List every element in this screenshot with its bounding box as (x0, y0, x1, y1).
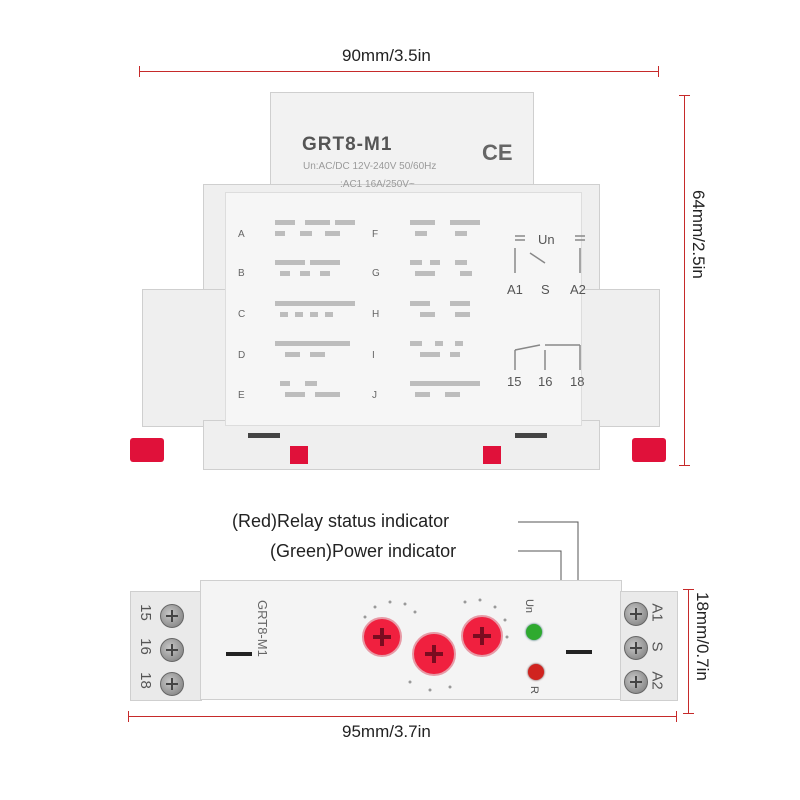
function-letter-d: D (238, 350, 246, 361)
top-width-dimension-line (140, 71, 658, 72)
screw-terminal-a1[interactable] (624, 602, 648, 626)
front-width-dimension-label: 95mm/3.7in (342, 722, 431, 741)
front-model-label: GRT8-M1 (255, 600, 270, 657)
terminal-18-top: 18 (570, 374, 585, 389)
front-slot-left (226, 652, 252, 656)
front-width-right-tick (676, 711, 677, 722)
green-power-led (526, 624, 542, 640)
un-label-top: Un (538, 232, 555, 247)
front-terminal-a1: A1 (648, 603, 666, 622)
top-height-bottom-tick (679, 465, 690, 466)
function-letter-a: A (238, 229, 245, 240)
ce-mark: CE (482, 140, 513, 165)
function-letter-b: B (238, 268, 245, 279)
screw-terminal-s[interactable] (624, 636, 648, 660)
time-scale-knob[interactable] (412, 632, 456, 676)
terminal-16-top: 16 (538, 374, 553, 389)
din-clip-left (130, 438, 164, 462)
timing-diagrams (275, 220, 480, 397)
supply-circuit-symbol (514, 235, 585, 273)
front-height-bottom-tick (683, 713, 694, 714)
din-slot-left (248, 433, 280, 438)
red-relay-led (528, 664, 544, 680)
front-terminal-s: S (648, 641, 666, 652)
top-width-dimension-label: 90mm/3.5in (342, 46, 431, 65)
spec-line-1: Un:AC/DC 12V-240V 50/60Hz (303, 161, 437, 172)
device-top-cap (270, 92, 534, 194)
led-label-r: R (527, 686, 540, 694)
screw-terminal-18[interactable] (160, 672, 184, 696)
top-width-left-tick (139, 66, 140, 77)
din-clip-right (632, 438, 666, 462)
din-slot-right (515, 433, 547, 438)
front-terminal-15: 15 (136, 604, 154, 621)
front-terminal-a2: A2 (648, 671, 666, 690)
contact-circuit-symbol (514, 344, 581, 370)
screw-terminal-a2[interactable] (624, 670, 648, 694)
front-width-left-tick (128, 711, 129, 722)
knob-scale-markings (363, 598, 509, 692)
screw-terminal-16[interactable] (160, 638, 184, 662)
front-terminal-18: 18 (136, 672, 154, 689)
din-clip-left-inner (290, 446, 308, 464)
front-body-main (200, 580, 622, 700)
top-width-right-tick (658, 66, 659, 77)
device-lower-body (203, 420, 600, 470)
front-terminal-16: 16 (136, 638, 154, 655)
function-letter-e: E (238, 390, 245, 401)
top-height-top-tick (679, 95, 690, 96)
din-clip-right-inner (483, 446, 501, 464)
power-indicator-callout: (Green)Power indicator (270, 541, 457, 561)
time-range-knob[interactable] (461, 615, 503, 657)
relay-indicator-callout: (Red)Relay status indicator (232, 511, 450, 531)
front-slot-right (566, 650, 592, 654)
terminal-a1-top: A1 (507, 282, 523, 297)
terminal-s-top: S (541, 282, 550, 297)
front-height-top-tick (683, 589, 694, 590)
spec-line-2: :AC1 16A/250V~ (340, 179, 415, 190)
function-letter-i: I (372, 350, 375, 361)
function-letter-h: H (372, 309, 380, 320)
function-letter-f: F (372, 229, 379, 240)
front-height-dimension-line (688, 589, 689, 713)
front-height-dimension-label: 18mm/0.7in (693, 592, 712, 681)
top-height-dimension-line (684, 95, 685, 465)
model-label: GRT8-M1 (302, 134, 393, 155)
terminal-a2-top: A2 (570, 282, 586, 297)
terminal-15-top: 15 (507, 374, 522, 389)
front-width-dimension-line (128, 716, 676, 717)
function-letter-c: C (238, 309, 246, 320)
screw-terminal-15[interactable] (160, 604, 184, 628)
led-label-un: Un (523, 598, 536, 614)
function-select-knob[interactable] (362, 617, 402, 657)
function-letter-j: J (372, 390, 377, 401)
function-letter-g: G (372, 268, 380, 279)
